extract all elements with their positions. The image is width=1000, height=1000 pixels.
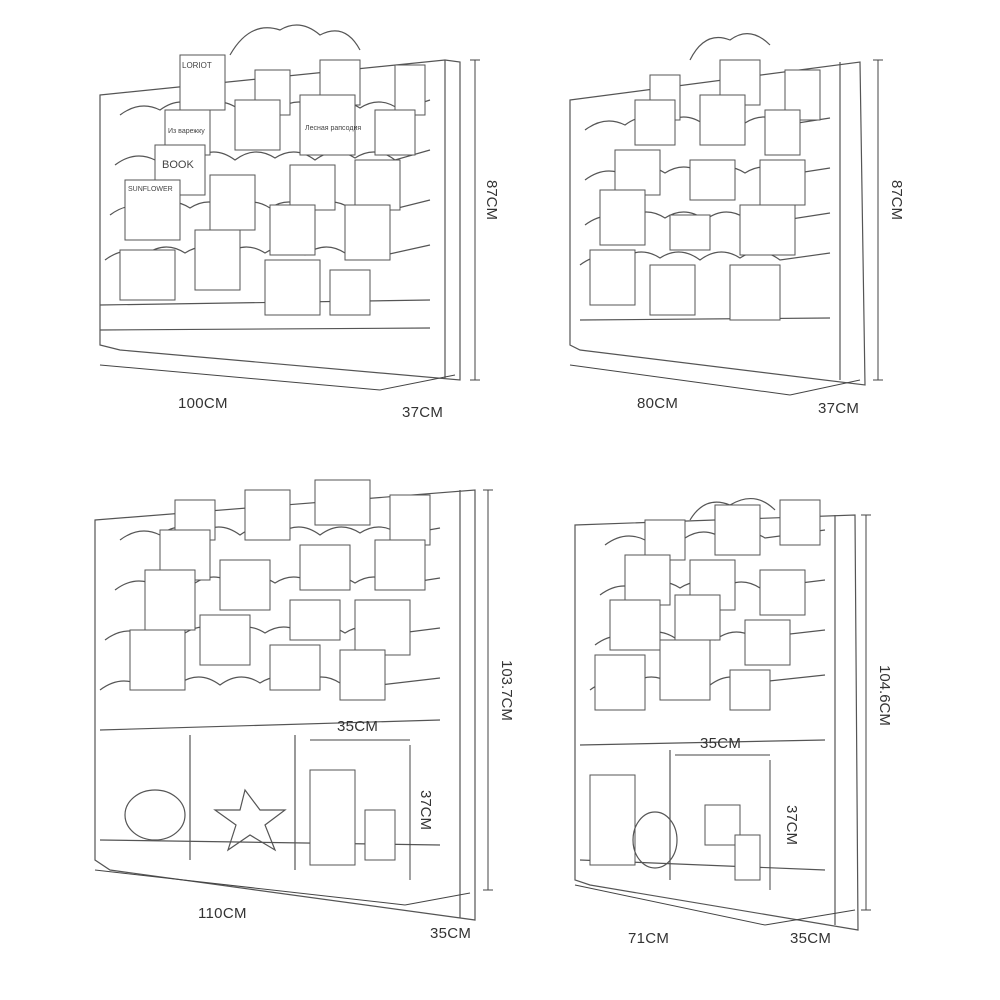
shelf3-depth-label: 35CM [430,925,472,942]
book-title-book: BOOK [162,159,194,171]
shelf3-width-label: 110CM [198,905,247,922]
bookshelf-80cm [569,33,883,396]
shelf2-width-label: 80CM [637,395,679,412]
shelf4-depth-label: 35CM [790,930,832,947]
shelf1-height-label: 87CM [483,180,500,221]
book-title-mitten: Из варежку [168,128,205,135]
shelf1-depth-label: 37CM [402,404,444,421]
shelf3-compartment-width-label: 35CM [337,718,379,735]
shelf3-compartment-height-label: 37CM [417,790,434,831]
shelf2-depth-label: 37CM [818,400,860,417]
bookshelf-71cm [574,498,871,931]
book-title-sunflower: SUNFLOWER [128,186,173,193]
shelf4-compartment-width-label: 35CM [700,735,742,752]
shelf4-compartment-height-label: 37CM [783,805,800,846]
book-title-loriot: LORIOT [182,61,212,70]
shelf1-width-label: 100CM [178,395,228,412]
bookshelf-110cm [94,479,493,921]
book-title-rhapsody: Лесная рапсодия [305,125,362,132]
shelf2-height-label: 87CM [888,180,905,221]
shelf4-height-label: 104.6CM [876,665,893,726]
bookshelf-100cm [99,24,480,391]
shelf4-width-label: 71CM [628,930,670,947]
shelf3-height-label: 103.7CM [498,660,515,721]
